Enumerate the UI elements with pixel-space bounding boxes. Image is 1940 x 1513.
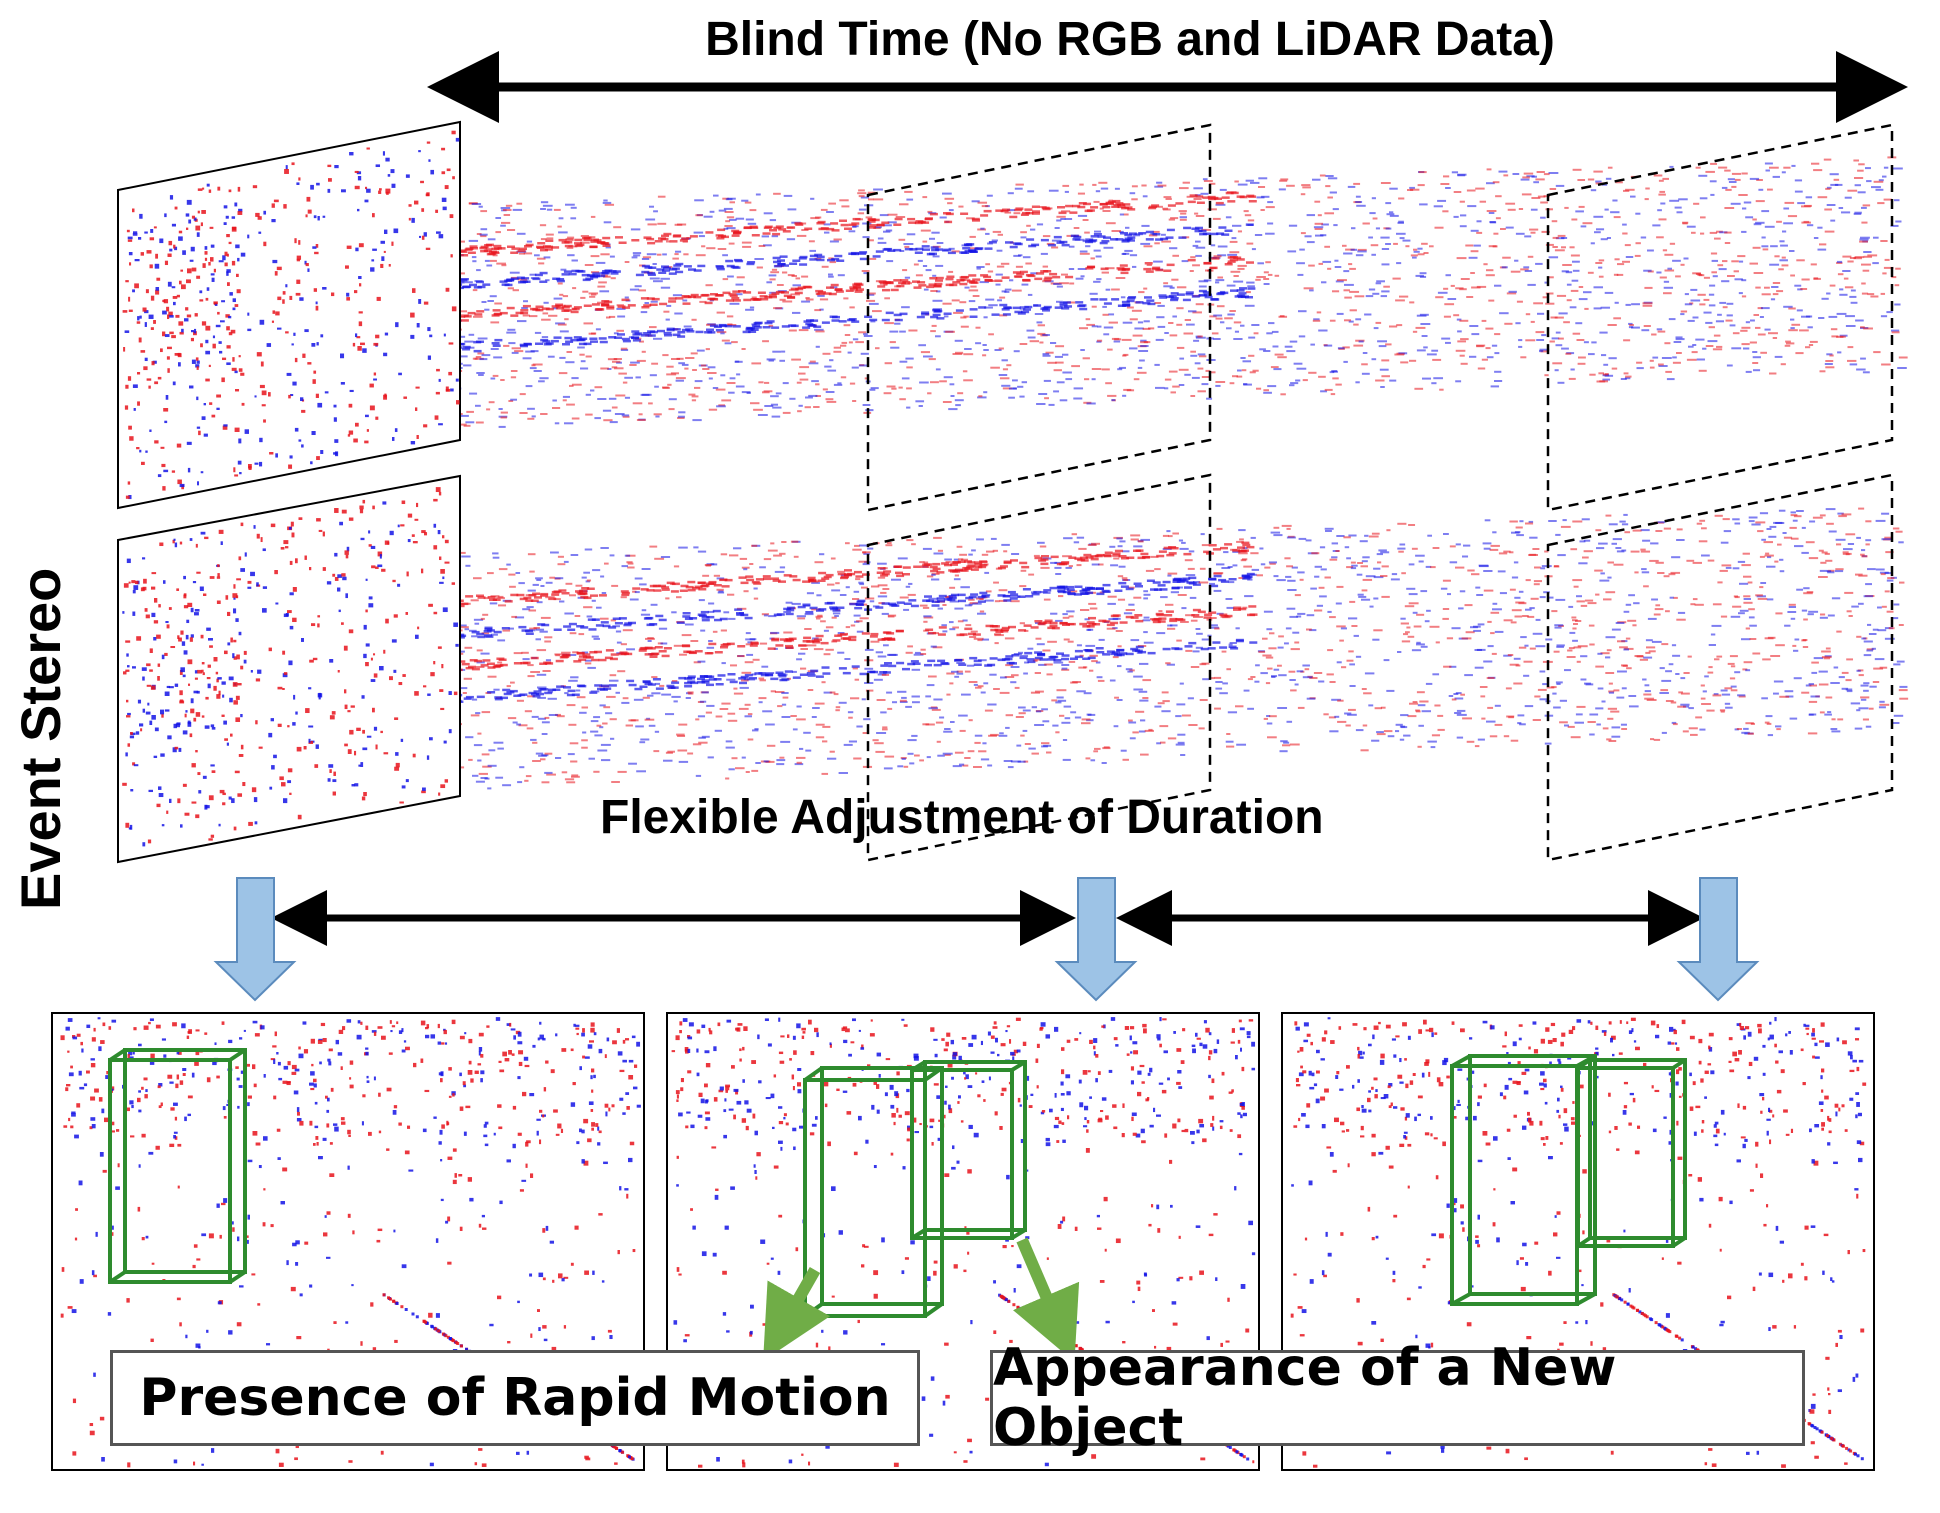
flexible-duration-label: Flexible Adjustment of Duration [600, 790, 1324, 845]
blind-time-label: Blind Time (No RGB and LiDAR Data) [0, 12, 1940, 67]
event-stereo-label: Event Stereo [8, 520, 9, 521]
callout-rapid-motion: Presence of Rapid Motion [110, 1350, 920, 1446]
down-arrow-3 [1679, 878, 1757, 1000]
down-arrow-1 [216, 878, 294, 1000]
event-frame-bottom [118, 476, 460, 862]
event-frame-top [118, 122, 460, 508]
callout-new-object: Appearance of a New Object [990, 1350, 1805, 1446]
down-arrow-2 [1057, 878, 1135, 1000]
event-stereo-text: Event Stereo [8, 568, 73, 910]
